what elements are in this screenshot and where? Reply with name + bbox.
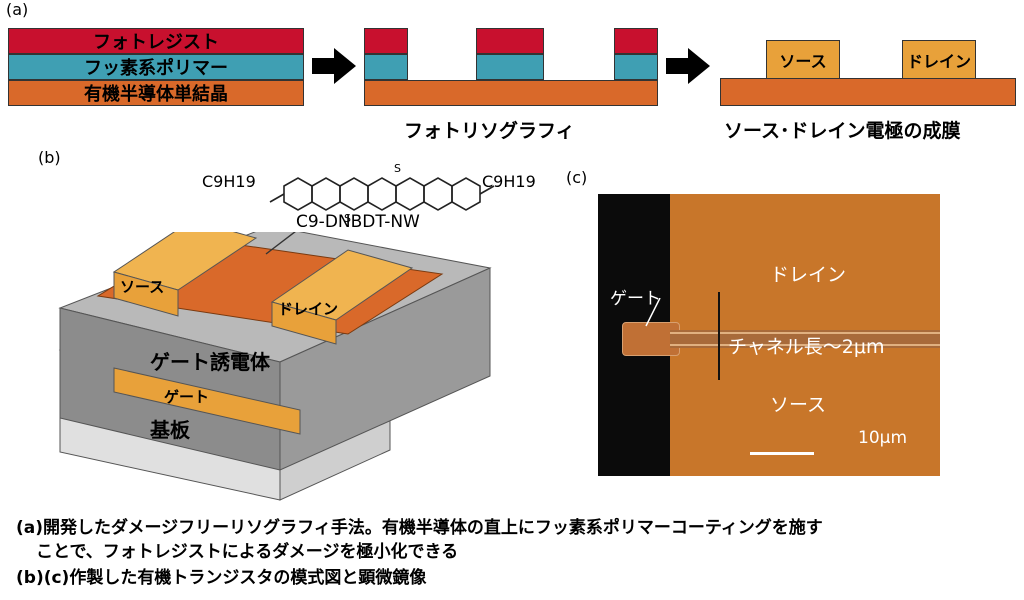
semiconductor-layer (364, 80, 658, 106)
channel-band (670, 330, 940, 348)
semiconductor-layer (720, 78, 1016, 106)
polymer-block (364, 54, 408, 80)
gate-pointer-line (645, 298, 661, 327)
polymer-block (614, 54, 658, 80)
sulfur-atom: S (344, 212, 351, 225)
fluoropolymer-layer: フッ素系ポリマー (8, 54, 304, 80)
resist-block (476, 28, 544, 54)
alkyl-right-label: C9H19 (482, 172, 536, 191)
lithography-caption: フォトリソグラフィ (404, 120, 575, 142)
patterned-stack (364, 28, 658, 106)
micrograph-drain-label: ドレイン (770, 264, 847, 286)
resist-block (614, 28, 658, 54)
caption-line-3: (b)(c)作製した有機トランジスタの模式図と顕微鏡像 (16, 568, 427, 588)
channel-length-marker (718, 292, 720, 380)
electrode-stack: ソース ドレイン (720, 40, 1016, 106)
drain-label: ドレイン (278, 300, 339, 318)
panel-b-label: (b) (38, 148, 61, 167)
molecule-name: C9-DNBDT-NW (296, 212, 420, 232)
drain-electrode: ドレイン (902, 40, 976, 80)
scale-bar (750, 452, 814, 455)
source-electrode: ソース (766, 40, 840, 80)
channel-length-label: チャネル長～2μm (728, 336, 885, 358)
photoresist-layer: フォトレジスト (8, 28, 304, 54)
substrate-label: 基板 (150, 418, 190, 442)
semiconductor-layer: 有機半導体単結晶 (8, 80, 304, 106)
resist-block (364, 28, 408, 54)
panel-c-label: (c) (566, 168, 588, 187)
dielectric-label: ゲート誘電体 (150, 350, 270, 374)
micrograph-source-label: ソース (770, 394, 827, 416)
arrow-right-icon (666, 48, 710, 84)
channel-edge (670, 344, 940, 346)
layer-stack: フォトレジスト フッ素系ポリマー 有機半導体単結晶 (8, 28, 304, 106)
scale-label: 10μm (858, 428, 908, 448)
electrode-caption: ソース･ドレイン電極の成膜 (724, 120, 961, 142)
sulfur-atom: S (394, 162, 401, 175)
panel-a-label: (a) (6, 0, 29, 19)
device-schematic (58, 232, 492, 501)
micrograph-gate-label: ゲート (610, 289, 661, 309)
caption-line-2: ことで、フォトレジストによるダメージを極小化できる (36, 542, 459, 562)
alkyl-left-label: C9H19 (202, 172, 256, 191)
source-label: ソース (120, 278, 165, 296)
arrow-right-icon (312, 48, 356, 84)
channel-edge (670, 332, 940, 334)
polymer-block (476, 54, 544, 80)
caption-line-1: (a)開発したダメージフリーリソグラフィ手法。有機半導体の直上にフッ素系ポリマー… (16, 518, 823, 538)
molecule-structure: S S (269, 162, 495, 225)
micrograph (598, 194, 940, 476)
gate-label: ゲート (164, 388, 210, 406)
